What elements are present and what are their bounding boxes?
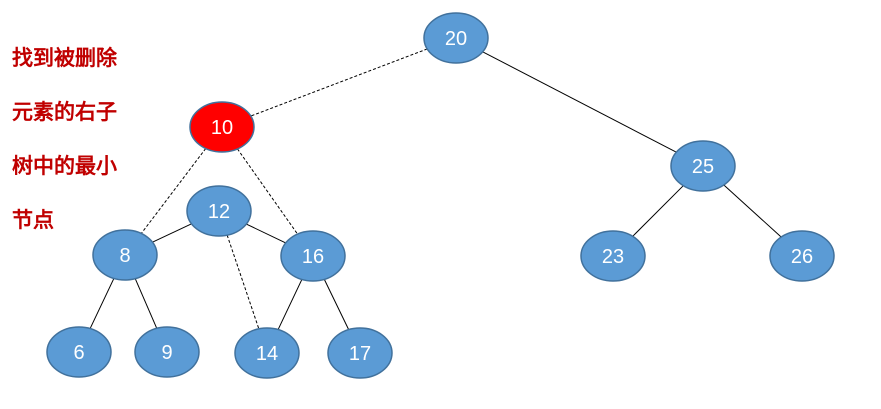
edge-16-17 bbox=[323, 279, 350, 330]
edge-12-14 bbox=[226, 235, 260, 329]
node-label-10: 10 bbox=[211, 117, 233, 139]
annotation-line-1: 找到被删除 bbox=[12, 46, 117, 70]
tree-node-20: 20 bbox=[423, 12, 489, 64]
tree-node-14: 14 bbox=[234, 327, 300, 379]
node-label-6: 6 bbox=[73, 342, 84, 364]
node-shape-25 bbox=[670, 140, 736, 192]
edge-10-16 bbox=[237, 148, 298, 235]
node-shape-20 bbox=[423, 12, 489, 64]
tree-node-23: 23 bbox=[580, 230, 646, 282]
annotation-text: 找到被删除 元素的右子 树中的最小 节点 bbox=[12, 18, 136, 261]
edge-20-25 bbox=[482, 51, 677, 153]
node-label-16: 16 bbox=[302, 246, 324, 268]
tree-node-8: 8 bbox=[92, 229, 158, 281]
node-shape-17 bbox=[327, 327, 393, 379]
node-label-8: 8 bbox=[119, 245, 130, 267]
node-label-17: 17 bbox=[349, 343, 371, 365]
tree-node-16: 16 bbox=[280, 230, 346, 282]
edge-16-14 bbox=[277, 279, 303, 330]
node-label-14: 14 bbox=[256, 343, 278, 365]
node-shape-23 bbox=[580, 230, 646, 282]
node-label-25: 25 bbox=[692, 156, 714, 178]
node-shape-12 bbox=[186, 185, 252, 237]
node-label-23: 23 bbox=[602, 246, 624, 268]
tree-node-12: 12 bbox=[186, 185, 252, 237]
tree-node-25: 25 bbox=[670, 140, 736, 192]
tree-node-17: 17 bbox=[327, 327, 393, 379]
edge-12-8 bbox=[152, 223, 192, 243]
edge-8-6 bbox=[89, 278, 115, 329]
node-shape-8 bbox=[92, 229, 158, 281]
node-shape-6 bbox=[46, 326, 112, 378]
node-shape-14 bbox=[234, 327, 300, 379]
node-shape-26 bbox=[769, 230, 835, 282]
annotation-line-3: 树中的最小 bbox=[12, 154, 117, 178]
tree-node-6: 6 bbox=[46, 326, 112, 378]
node-label-26: 26 bbox=[791, 246, 813, 268]
edge-8-9 bbox=[134, 278, 158, 329]
edge-25-26 bbox=[723, 184, 782, 238]
tree-node-10: 10 bbox=[189, 101, 255, 153]
node-shape-16 bbox=[280, 230, 346, 282]
tree-node-9: 9 bbox=[134, 326, 200, 378]
tree-node-26: 26 bbox=[769, 230, 835, 282]
annotation-line-2: 元素的右子 bbox=[12, 100, 117, 124]
node-label-12: 12 bbox=[208, 201, 230, 223]
annotation-line-4: 节点 bbox=[12, 208, 54, 232]
node-shape-10 bbox=[189, 101, 255, 153]
node-label-20: 20 bbox=[445, 28, 467, 50]
node-label-9: 9 bbox=[161, 342, 172, 364]
edge-25-23 bbox=[632, 185, 684, 237]
edge-12-16 bbox=[246, 223, 286, 244]
edge-20-10 bbox=[250, 48, 428, 117]
node-shape-9 bbox=[134, 326, 200, 378]
edge-10-8 bbox=[140, 148, 207, 234]
